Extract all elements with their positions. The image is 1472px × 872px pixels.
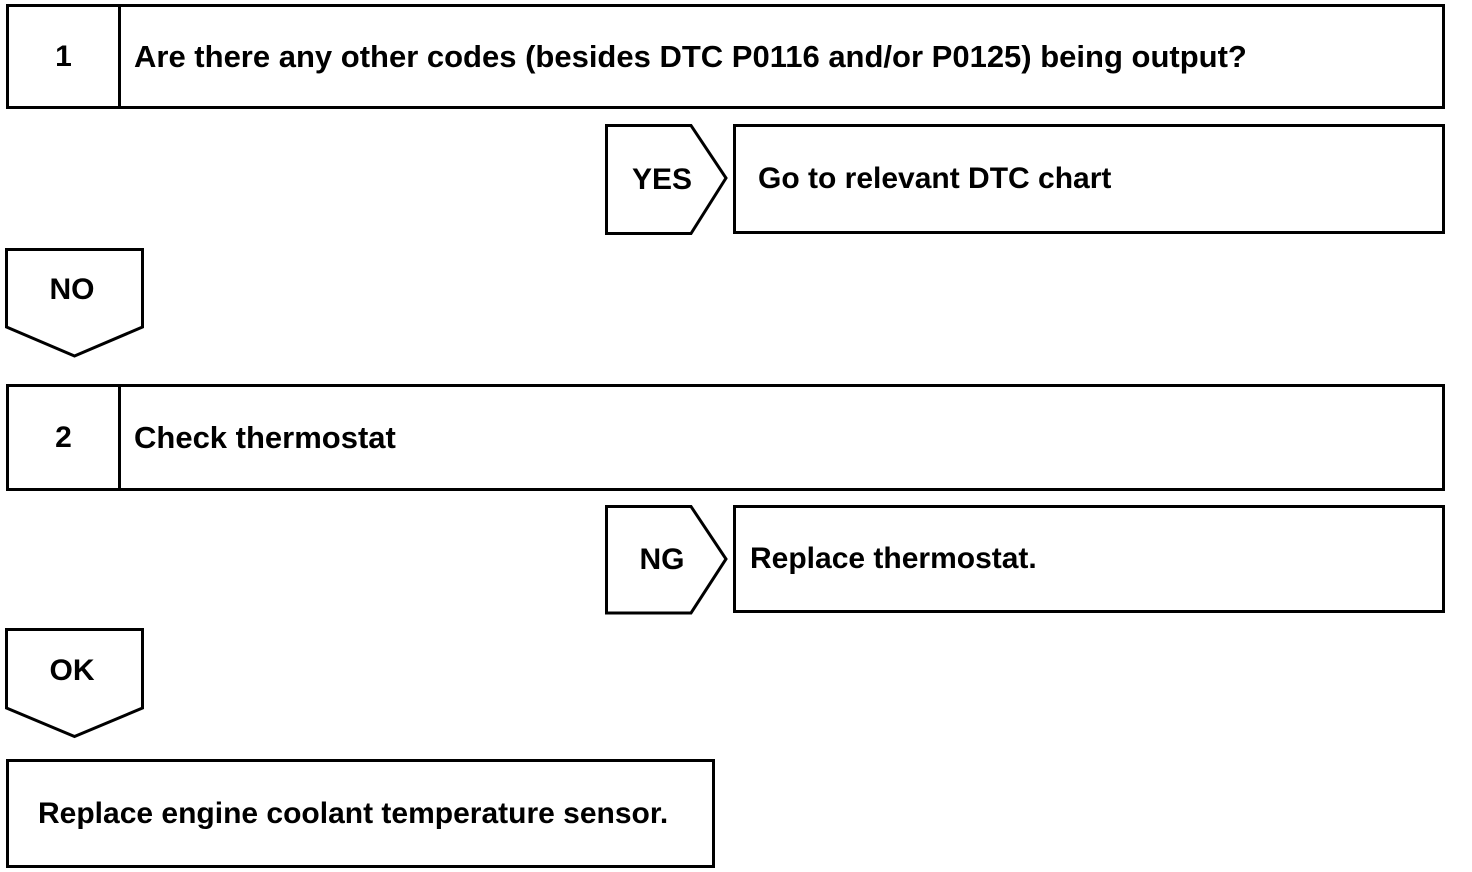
step-1-question: Are there any other codes (besides DTC P…	[134, 38, 1247, 74]
ng-branch-label: NG	[639, 542, 685, 576]
final-action-box: Replace engine coolant temperature senso…	[6, 759, 715, 868]
final-action-text: Replace engine coolant temperature senso…	[38, 796, 669, 830]
no-continue-label: NO	[49, 273, 95, 306]
ng-branch-arrow	[605, 505, 728, 615]
no-continue-arrow	[5, 248, 144, 358]
step-2-number: 2	[9, 387, 121, 488]
step-1-number: 1	[9, 7, 121, 106]
yes-branch-arrow	[605, 124, 728, 235]
step-2-box: 2 Check thermostat	[6, 384, 1445, 491]
step-2-question: Check thermostat	[134, 419, 396, 455]
yes-result-text: Go to relevant DTC chart	[758, 162, 1112, 195]
step-1-box: 1 Are there any other codes (besides DTC…	[6, 4, 1445, 109]
yes-result-box: Go to relevant DTC chart	[733, 124, 1445, 234]
ng-result-box: Replace thermostat.	[733, 505, 1445, 613]
yes-branch-label: YES	[631, 162, 693, 196]
ok-continue-label: OK	[49, 654, 95, 687]
ng-result-text: Replace thermostat.	[750, 542, 1037, 575]
ok-continue-arrow	[5, 628, 144, 739]
